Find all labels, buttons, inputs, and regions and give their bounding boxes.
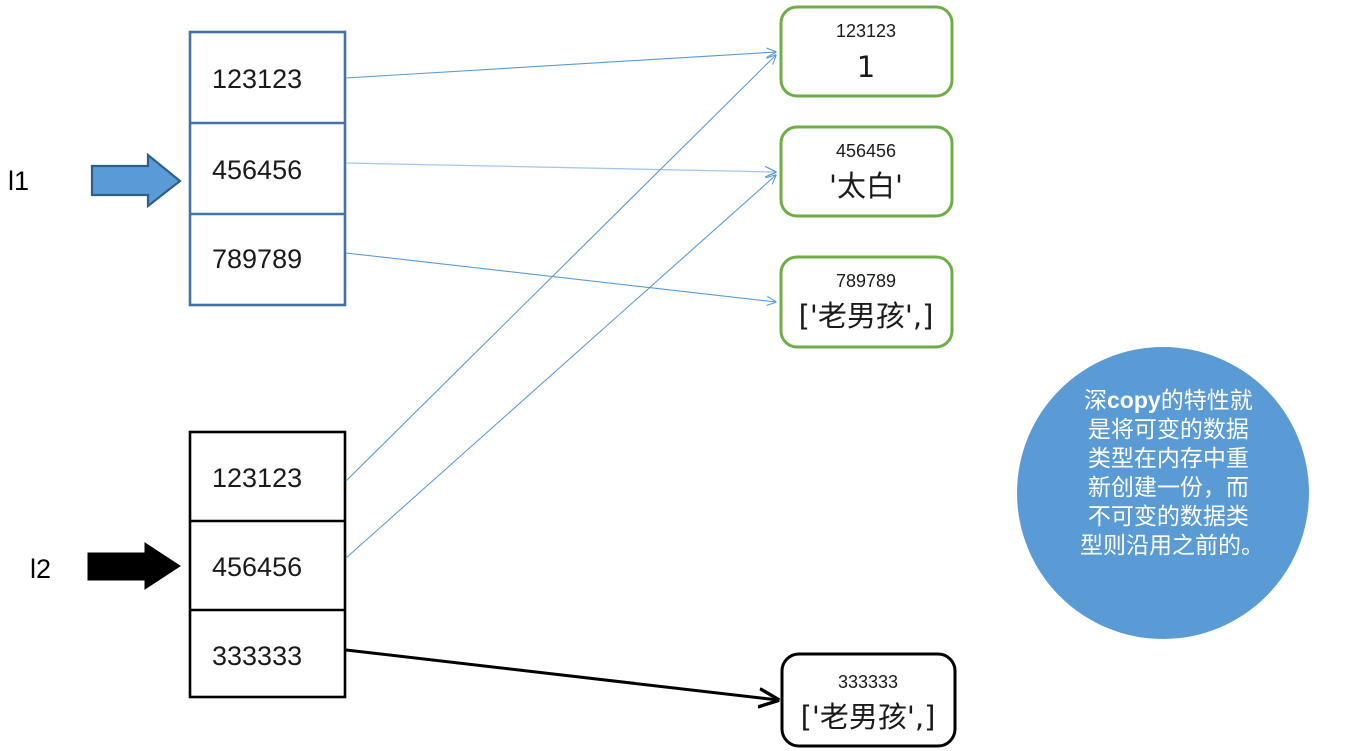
list-2-table: 123123 456456 333333 xyxy=(188,430,347,699)
pointer-label-l1: l1 xyxy=(8,166,29,196)
object-box-789789-border xyxy=(779,255,954,349)
object-value-456456: '太白' xyxy=(829,169,903,203)
ref-arrow-l1c0-to-object-123123 xyxy=(345,52,776,79)
object-value-123123: 1 xyxy=(857,50,875,84)
list-1-outer-border xyxy=(188,30,347,307)
list-2-cell-0: 123123 xyxy=(212,463,302,493)
list-2-outer-border xyxy=(188,430,347,699)
object-box-333333-border xyxy=(780,652,957,748)
object-value-333333: ['老男孩',] xyxy=(801,700,936,734)
object-value-789789: ['老男孩',] xyxy=(799,299,934,333)
object-id-333333: 333333 xyxy=(838,672,898,692)
object-box-123123-border xyxy=(779,5,954,98)
block-arrow-l2 xyxy=(87,542,181,590)
ref-arrow-l1c1-to-object-456456 xyxy=(345,162,776,172)
ref-arrow-l2c1-to-object-456456 xyxy=(345,175,776,559)
object-box-456456-border xyxy=(779,125,954,218)
ref-arrow-l2c2-to-object-333333 xyxy=(345,648,778,700)
pointer-label-l2: l2 xyxy=(30,554,51,584)
object-id-123123: 123123 xyxy=(836,21,896,41)
object-id-789789: 789789 xyxy=(836,271,896,291)
list-1-cell-1: 456456 xyxy=(212,155,302,185)
object-box-333333: 333333 ['老男孩',] xyxy=(780,652,957,748)
list-2-cell-2: 333333 xyxy=(212,641,302,671)
note-line-0: 深copy的特性就 xyxy=(1084,387,1253,414)
object-box-789789: 789789 ['老男孩',] xyxy=(779,255,954,349)
note-line-4: 不可变的数据类 xyxy=(1088,504,1249,530)
block-arrow-l1 xyxy=(90,152,182,209)
list-1-table: 123123 456456 789789 xyxy=(188,30,347,307)
object-box-123123: 123123 1 xyxy=(779,5,954,98)
ref-arrow-l1c2-to-object-789789 xyxy=(345,252,776,302)
note-circle-text: 深copy的特性就 是将可变的数据 类型在内存中重 新创建一份，而 不可变的数据… xyxy=(1080,387,1264,559)
note-line-5: 型则沿用之前的。 xyxy=(1080,533,1264,559)
object-id-456456: 456456 xyxy=(836,141,896,161)
note-line-1: 是将可变的数据 xyxy=(1088,417,1249,443)
list-2-cell-1: 456456 xyxy=(212,552,302,582)
list-1-cell-0: 123123 xyxy=(212,64,302,94)
note-circle-shape xyxy=(1017,347,1309,639)
ref-arrow-l2c0-to-object-123123 xyxy=(345,55,776,482)
deep-copy-note-circle: 深copy的特性就 是将可变的数据 类型在内存中重 新创建一份，而 不可变的数据… xyxy=(1017,347,1309,639)
object-box-456456: 456456 '太白' xyxy=(779,125,954,218)
note-line-3: 新创建一份，而 xyxy=(1088,475,1249,501)
list-1-cell-2: 789789 xyxy=(212,244,302,274)
note-line-2: 类型在内存中重 xyxy=(1088,446,1249,472)
